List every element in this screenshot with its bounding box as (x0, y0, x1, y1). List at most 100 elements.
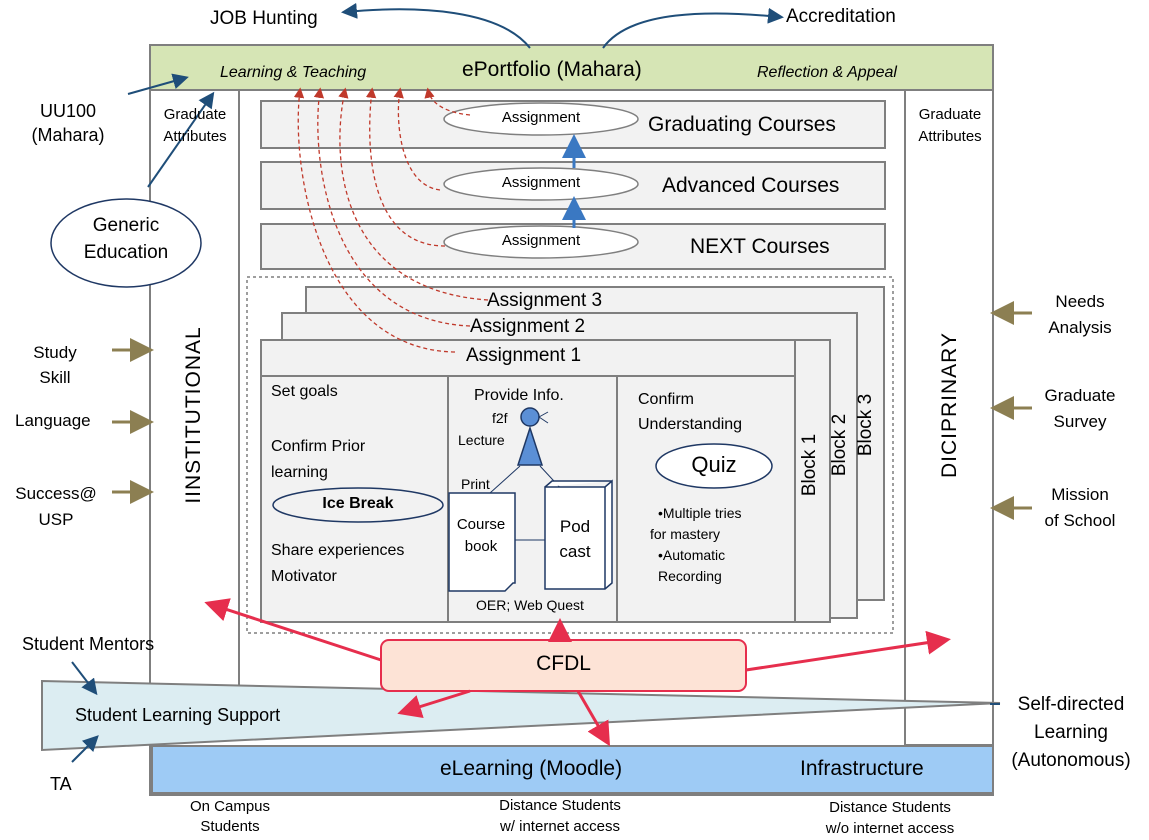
language-label: Language (15, 411, 91, 430)
set-goals-label: Set goals (271, 383, 338, 400)
graduate-attr-left-line1: Graduate (163, 106, 227, 123)
motivator-line: Motivator (271, 568, 337, 585)
institutional-column (149, 89, 240, 741)
on-campus-line1: On Campus (189, 798, 271, 815)
distance-line1: Distance Students (499, 797, 621, 814)
infrastructure-label: Infrastructure (800, 757, 924, 780)
assignment-ellipse-graduating (443, 102, 639, 136)
uu100-line2: (Mahara) (31, 125, 105, 145)
generic-line2: Education (83, 242, 169, 263)
print-label: Print (461, 476, 490, 492)
student-learning-support-label: Student Learning Support (75, 705, 281, 725)
needs-analysis-label: Needs Analysis (1030, 289, 1130, 341)
generic-education-ellipse (50, 198, 202, 288)
block-3-label: Block 3 (855, 393, 876, 457)
sdl-line3: (Autonomous) (1011, 750, 1131, 771)
graduate-attributes-left: Graduate Attributes (150, 104, 240, 148)
sdl-line2: Learning (1034, 722, 1108, 743)
graduate-attr-right-line2: Attributes (918, 128, 982, 145)
bullet1-line2: for mastery (650, 526, 721, 542)
distance-wo-label: Distance Students w/o internet access (800, 797, 980, 839)
learning-teaching-label: Learning & Teaching (220, 64, 367, 81)
bullet1-line1: •Multiple tries (658, 505, 742, 521)
uu100-line1: UU100 (39, 101, 97, 121)
diciprinary-label: DICIPRINARY (938, 332, 961, 478)
oer-label: OER; Web Quest (476, 597, 584, 613)
cfdl-arrow-support (397, 689, 471, 719)
mission-line1: Mission (1051, 485, 1109, 504)
share-experiences-label: Share experiences Motivator (271, 538, 404, 590)
confirm-prior-label: Confirm Prior learning (271, 434, 365, 486)
on-campus-line2: Students (200, 818, 260, 835)
distance-wo-line1: Distance Students (829, 799, 951, 816)
distance-wo-line2: w/o internet access (825, 820, 955, 837)
quiz-bullets: •Multiple tries for mastery •Automatic R… (650, 503, 741, 587)
assignment-3-label: Assignment 3 (487, 290, 603, 311)
portfolio-feed-arrows (293, 87, 489, 353)
bullet2-line1: •Automatic (658, 547, 726, 563)
elearning-bar (151, 745, 994, 794)
assignment-graduating-label: Assignment (501, 109, 581, 126)
accreditation-label: Accreditation (786, 6, 896, 27)
ice-break-ellipse (272, 487, 444, 523)
course-line2: book (464, 538, 498, 555)
institutional-label: IINSTITUTIONAL (182, 326, 205, 504)
student-mentors-label: Student Mentors (22, 634, 155, 654)
ice-break-label: Ice Break (322, 495, 394, 512)
confirm-understanding-label: Confirm Understanding (638, 387, 742, 437)
cfdl-arrow-left (204, 598, 382, 662)
course-line1: Course (456, 516, 506, 533)
accreditation-arrow (602, 7, 784, 49)
student-mentors-arrow (71, 661, 98, 696)
job-hunting-label: JOB Hunting (210, 8, 318, 29)
confirm-prior-line1: Confirm Prior (271, 438, 366, 455)
confirm-line2: Understanding (638, 416, 743, 433)
assignment-advanced-label: Assignment (501, 174, 581, 191)
mission-label: Mission of School (1025, 482, 1135, 534)
provide-info-label: Provide Info. (474, 387, 564, 404)
cfdl-arrow-right (745, 630, 951, 672)
assignment-group-outline (246, 276, 894, 634)
generic-education-label: Generic Education (56, 212, 196, 266)
sdl-line1: Self-directed (1017, 694, 1125, 715)
confirm-line1: Confirm (638, 391, 695, 408)
success-line1: Success@ (15, 484, 97, 503)
job-hunting-arrow (341, 2, 531, 49)
next-courses-label: NEXT Courses (690, 235, 830, 258)
ta-label: TA (50, 774, 72, 794)
lecture-label: Lecture (458, 432, 505, 448)
advanced-courses-label: Advanced Courses (662, 174, 840, 197)
study-skill-label: Study Skill (15, 340, 95, 390)
assignment-ellipse-next (443, 225, 639, 259)
self-directed-label: Self-directed Learning (Autonomous) (996, 691, 1146, 775)
study-skill-line1: Study (33, 343, 77, 362)
quiz-label: Quiz (691, 452, 737, 477)
graduate-attributes-right: Graduate Attributes (905, 104, 995, 148)
reflection-appeal-label: Reflection & Appeal (757, 64, 897, 81)
survey-line2: Survey (1053, 412, 1107, 431)
elearning-label: eLearning (Moodle) (440, 757, 623, 780)
mission-line2: of School (1044, 511, 1116, 530)
graduate-attr-left-line2: Attributes (163, 128, 227, 145)
f2f-label: f2f (492, 410, 508, 426)
survey-line1: Graduate (1044, 386, 1116, 405)
assignment-2-label: Assignment 2 (470, 316, 586, 337)
needs-line1: Needs (1055, 292, 1105, 311)
block-2-label: Block 2 (829, 413, 850, 477)
share-exp-line: Share experiences (271, 542, 405, 559)
needs-line2: Analysis (1048, 318, 1112, 337)
cfdl-arrow-elearning (576, 690, 611, 747)
distance-line2: w/ internet access (499, 818, 621, 835)
lecturer-body-icon (516, 425, 544, 466)
uu100-label: UU100 (Mahara) (18, 99, 118, 147)
graduate-attr-right-line1: Graduate (918, 106, 982, 123)
assignment-next-label: Assignment (501, 232, 581, 249)
assignment-ellipse-advanced (443, 167, 639, 201)
study-skill-line2: Skill (39, 368, 71, 387)
course-book-label: Course book (451, 514, 511, 558)
generic-line1: Generic (92, 215, 160, 236)
success-line2: USP (38, 510, 74, 529)
cfdl-label: CFDL (536, 652, 591, 675)
eportfolio-title: ePortfolio (Mahara) (462, 58, 642, 81)
